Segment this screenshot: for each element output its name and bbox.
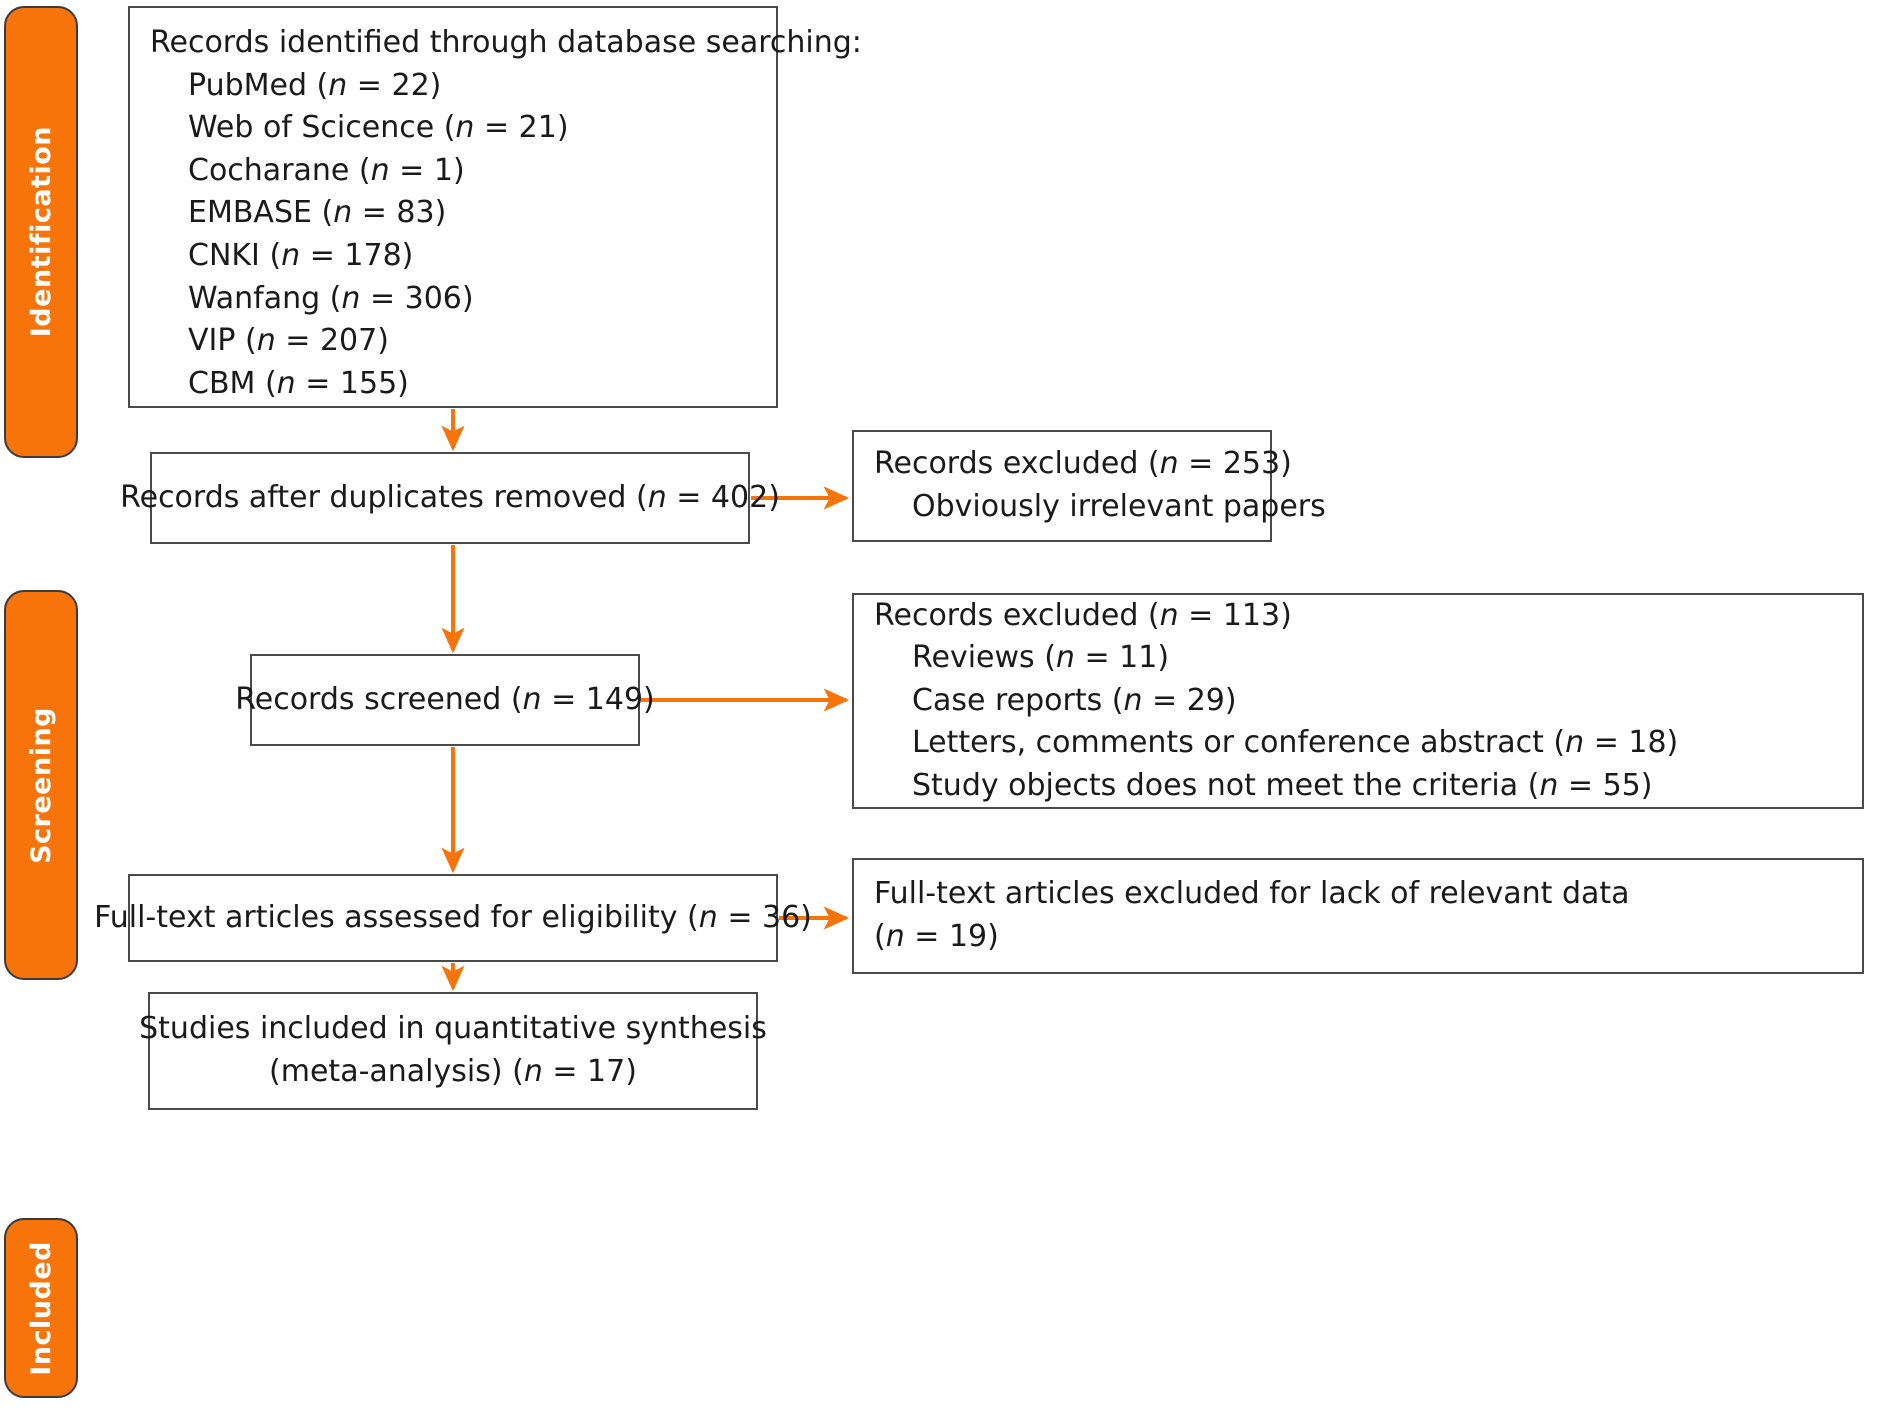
- box-studies-included: Studies included in quantitative synthes…: [139, 992, 767, 1110]
- source-vip: VIP (n = 207): [188, 323, 389, 359]
- records-excluded-1-title: Records excluded (n = 253): [874, 446, 1292, 482]
- records-screened-text: Records screened (n = 149): [235, 681, 655, 717]
- n-variable: n: [1123, 682, 1143, 718]
- stage-label-included: Included: [25, 1240, 57, 1376]
- source-web-of-science: Web of Scicence (n = 21): [188, 110, 569, 146]
- source-wanfang: Wanfang (n = 306): [188, 280, 474, 316]
- stage-bar-included: Included: [4, 1218, 78, 1398]
- source-cbm: CBM (n = 155): [188, 365, 409, 401]
- records-excluded-2-item-reviews: Reviews (n = 11): [912, 640, 1170, 676]
- n-variable: n: [370, 152, 390, 188]
- n-variable: n: [455, 110, 475, 146]
- n-variable: n: [1565, 725, 1585, 761]
- box-fulltext-assessed: Full-text articles assessed for eligibil…: [94, 874, 812, 962]
- box-fulltext-excluded: Full-text articles excluded for lack of …: [852, 858, 1864, 974]
- n-variable: n: [698, 899, 718, 935]
- records-excluded-2-title: Records excluded (n = 113): [874, 597, 1292, 633]
- n-variable: n: [1159, 446, 1179, 482]
- fulltext-assessed-text: Full-text articles assessed for eligibil…: [94, 899, 812, 935]
- n-variable: n: [328, 67, 348, 103]
- n-variable: n: [885, 919, 905, 954]
- stage-bar-screening: Screening: [4, 590, 78, 980]
- stage-label-identification: Identification: [25, 126, 57, 338]
- box-records-screened: Records screened (n = 149): [235, 654, 655, 746]
- fulltext-excluded-line2: (n = 19): [874, 919, 999, 954]
- records-excluded-2-item-letters: Letters, comments or conference abstract…: [912, 725, 1679, 761]
- box-records-excluded-113: Records excluded (n = 113) Reviews (n = …: [852, 593, 1864, 809]
- n-variable: n: [1539, 767, 1559, 803]
- n-variable: n: [256, 323, 276, 359]
- n-variable: n: [281, 237, 301, 273]
- box-records-identified: Records identified through database sear…: [128, 6, 862, 408]
- box-records-excluded-253: Records excluded (n = 253) Obviously irr…: [852, 430, 1326, 542]
- box-records-after-duplicates-removed: Records after duplicates removed (n = 40…: [120, 452, 780, 544]
- n-variable: n: [1159, 597, 1179, 633]
- records-excluded-1-item-0: Obviously irrelevant papers: [912, 489, 1326, 524]
- records-identified-title: Records identified through database sear…: [150, 25, 862, 60]
- records-dedup-text: Records after duplicates removed (n = 40…: [120, 479, 780, 515]
- n-variable: n: [522, 681, 542, 717]
- n-variable: n: [523, 1054, 543, 1089]
- n-variable: n: [647, 479, 667, 515]
- n-variable: n: [333, 195, 353, 231]
- studies-included-line2: (meta-analysis) (n = 17): [269, 1054, 637, 1089]
- stage-bar-identification: Identification: [4, 6, 78, 458]
- source-cnki: CNKI (n = 178): [188, 237, 414, 273]
- records-excluded-2-item-study-objects: Study objects does not meet the criteria…: [912, 767, 1653, 803]
- source-cochrane: Cocharane (n = 1): [188, 152, 465, 188]
- n-variable: n: [1055, 640, 1075, 676]
- stage-label-screening: Screening: [25, 706, 57, 864]
- fulltext-excluded-line1: Full-text articles excluded for lack of …: [874, 876, 1630, 912]
- n-variable: n: [276, 365, 296, 401]
- n-variable: n: [341, 280, 361, 316]
- source-pubmed: PubMed (n = 22): [188, 67, 442, 103]
- source-embase: EMBASE (n = 83): [188, 195, 447, 231]
- records-excluded-2-item-case-reports: Case reports (n = 29): [912, 682, 1237, 718]
- studies-included-line1: Studies included in quantitative synthes…: [139, 1011, 767, 1047]
